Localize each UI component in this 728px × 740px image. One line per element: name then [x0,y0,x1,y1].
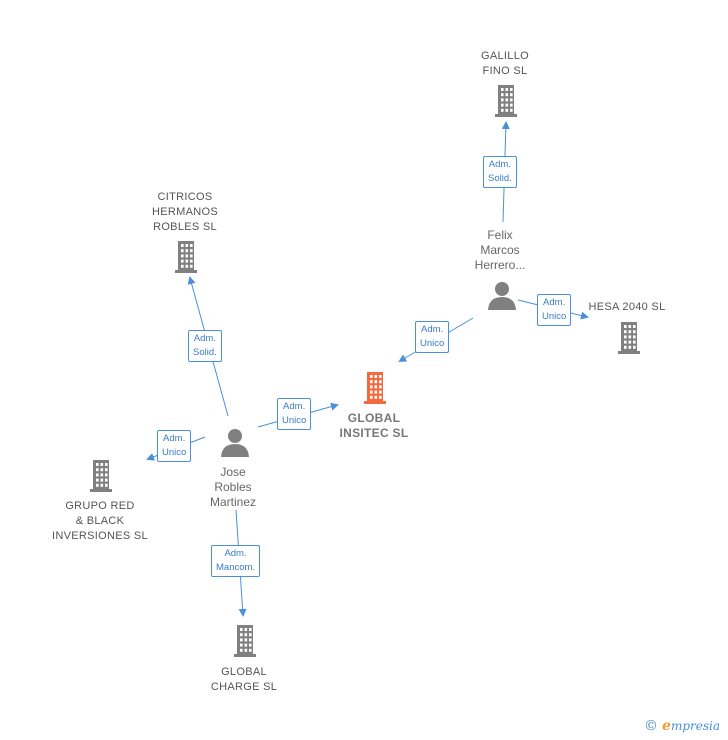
node-label-grupo-red[interactable]: GRUPO RED & BLACK INVERSIONES SL [45,499,155,544]
node-label-line: CITRICOS [157,191,213,203]
edge-label-line: Unico [420,338,445,349]
node-label-line: GALILLO [481,50,529,62]
empresia-brand[interactable]: ©empresia [644,718,720,734]
node-label-line: HESA 2040 SL [588,301,666,313]
edge-label-line: Unico [162,447,187,458]
edge-label-felix-to-hesa-2040[interactable]: Adm. Unico [537,294,572,326]
global-charge-building-icon[interactable] [234,625,256,657]
edge-label-line: Solid. [488,173,512,184]
node-label-line: Felix [487,228,513,242]
node-label-line: & BLACK [75,515,125,527]
galillo-fino-building-icon[interactable] [495,85,517,117]
brand-initial: e [662,718,671,734]
felix-person-icon[interactable] [488,282,516,310]
edge-label-line: Adm. [193,333,216,344]
citricos-building-icon[interactable] [175,241,197,273]
node-label-line: GRUPO RED [65,500,135,512]
edge-label-felix-to-global-insitec[interactable]: Adm. Unico [415,321,450,353]
node-label-line: ROBLES SL [153,221,217,233]
edge-label-line: Solid. [193,347,217,358]
edge-label-line: Adm. [488,159,511,170]
edge-label-line: Adm. [283,401,306,412]
node-label-hesa-2040[interactable]: HESA 2040 SL [577,300,677,315]
node-label-line: FINO SL [482,65,528,77]
edge-label-jose-to-global-insitec[interactable]: Adm. Unico [277,398,312,430]
node-label-line: Jose [220,465,246,479]
grupo-red-building-icon[interactable] [90,460,112,492]
global-insitec-building-icon[interactable] [364,372,386,404]
node-label-line: GLOBAL [347,411,401,425]
node-label-line: CHARGE SL [210,681,278,693]
copyright-icon: © [644,718,659,734]
node-label-line: Martinez [209,495,256,509]
node-label-line: INVERSIONES SL [52,530,148,542]
edge-label-line: Unico [282,415,307,426]
node-label-line: GLOBAL [221,666,267,678]
jose-person-icon[interactable] [221,429,249,457]
edge-label-line: Adm. [163,433,186,444]
hesa-2040-building-icon[interactable] [618,322,640,354]
node-label-line: Herrero... [474,258,526,272]
edge-label-felix-to-galillo-fino[interactable]: Adm. Solid. [483,156,517,188]
edge-label-jose-to-citricos[interactable]: Adm. Solid. [188,330,222,362]
edge-label-line: Unico [542,311,567,322]
node-label-line: Robles [214,480,252,494]
edge-label-line: Adm. [421,324,444,335]
node-label-citricos[interactable]: CITRICOS HERMANOS ROBLES SL [140,190,230,235]
brand-name: mpresia [670,719,720,733]
node-label-galillo-fino[interactable]: GALILLO FINO SL [460,49,550,79]
node-label-global-charge[interactable]: GLOBAL CHARGE SL [199,665,289,695]
edge-label-line: Mancom. [216,562,256,573]
node-label-line: INSITEC SL [339,426,409,440]
edge-label-line: Adm. [543,297,566,308]
edge-label-jose-to-grupo-red[interactable]: Adm. Unico [157,430,192,462]
edge-label-jose-to-global-charge[interactable]: Adm. Mancom. [211,545,261,577]
node-label-line: Marcos [480,243,520,257]
edge-label-line: Adm. [224,548,247,559]
node-label-line: HERMANOS [152,206,218,218]
